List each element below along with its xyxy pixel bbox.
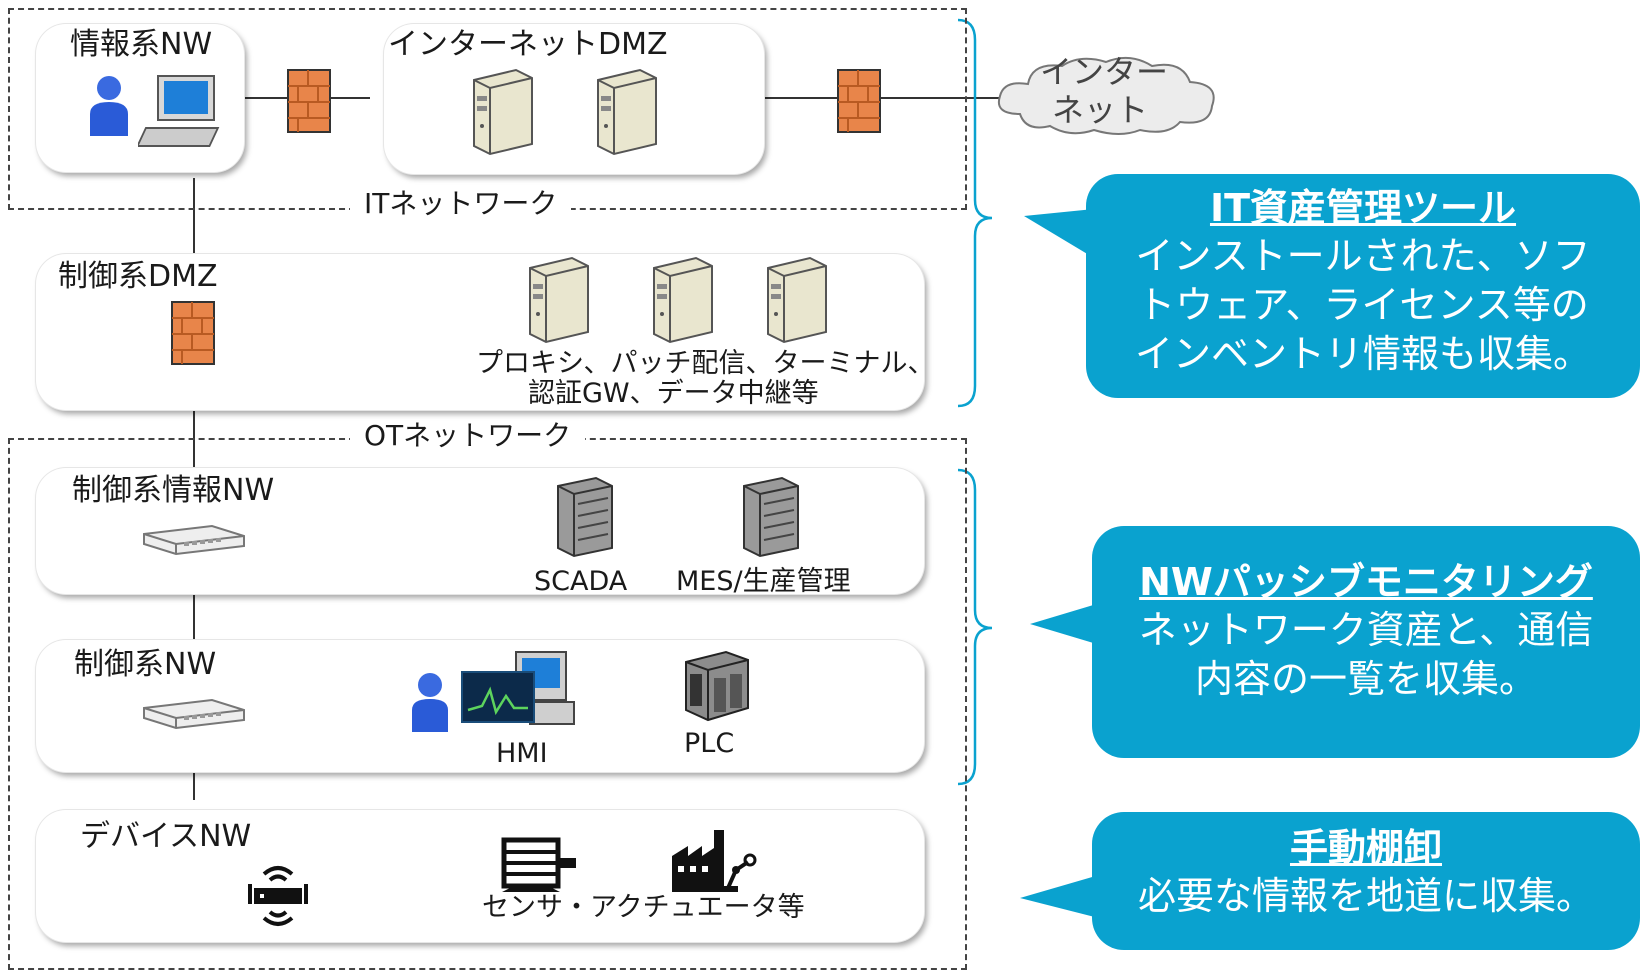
- cloud-label-line1: インター: [1040, 53, 1169, 91]
- firewall-icon: [287, 69, 331, 133]
- callout-title: NWパッシブモニタリング: [1139, 560, 1593, 604]
- network-switch-icon: [143, 698, 245, 730]
- server-icon: [767, 256, 827, 344]
- hmi-label: HMI: [496, 738, 548, 769]
- zone-label-ctrl-dmz: 制御系DMZ: [58, 259, 218, 294]
- zone-label-device-nw: デバイスNW: [80, 819, 252, 854]
- plc-icon: [685, 650, 749, 722]
- callout-it-asset-tool: IT資産管理ツール インストールされた、ソフ トウェア、ライセンス等の インベン…: [1086, 174, 1640, 398]
- zone-label-internet-dmz: インターネットDMZ: [388, 27, 668, 62]
- network-switch-icon: [143, 524, 245, 556]
- callout-body: インストールされた、ソフ: [1135, 233, 1591, 278]
- zone-label-ctrl-nw: 制御系NW: [74, 647, 217, 682]
- callout-body: 必要な情報を地道に収集。: [1137, 873, 1594, 918]
- scada-server-icon: [557, 476, 613, 558]
- callout-body: インベントリ情報も収集。: [1134, 332, 1591, 377]
- scada-label: SCADA: [534, 566, 628, 597]
- cloud-label-line2: ネット: [1052, 91, 1149, 129]
- motor-icon: [501, 837, 576, 892]
- dmz-servers-label-line2: 認証GW、データ中継等: [528, 378, 819, 409]
- hmi-workstation-icon: [461, 651, 575, 725]
- firewall-icon: [837, 69, 881, 133]
- sensors-label: センサ・アクチュエータ等: [482, 892, 805, 923]
- server-icon: [529, 256, 589, 344]
- callout-nw-passive-monitoring: NWパッシブモニタリング ネットワーク資産と、通信 内容の一覧を収集。: [1092, 526, 1640, 758]
- internet-cloud-icon: [998, 56, 1215, 135]
- desktop-pc-icon: [138, 75, 220, 147]
- user-icon: [412, 673, 448, 732]
- zone-internet-dmz: [384, 24, 764, 174]
- callout-body: 内容の一覧を収集。: [1194, 656, 1537, 701]
- ot-network-label: OTネットワーク: [350, 422, 586, 450]
- callout-title: 手動棚卸: [1289, 826, 1442, 870]
- plc-label: PLC: [684, 728, 735, 759]
- dmz-servers-label-line1: プロキシ、パッチ配信、ターミナル、: [476, 348, 935, 379]
- callout-title: IT資産管理ツール: [1209, 186, 1517, 230]
- callout-manual-inventory: 手動棚卸 必要な情報を地道に収集。: [1092, 812, 1640, 950]
- callout-body: トウェア、ライセンス等の: [1137, 282, 1589, 327]
- firewall-icon: [171, 301, 215, 365]
- server-icon: [597, 68, 657, 156]
- callout-body: ネットワーク資産と、通信: [1138, 607, 1594, 652]
- ot-bracket: [957, 468, 993, 786]
- user-icon: [90, 76, 128, 136]
- mes-server-icon: [743, 476, 799, 558]
- factory-robot-icon: [672, 830, 757, 892]
- zone-device-nw: [36, 810, 924, 942]
- server-icon: [653, 256, 713, 344]
- mes-label: MES/生産管理: [676, 566, 851, 597]
- it-bracket: [957, 18, 993, 408]
- it-network-label: ITネットワーク: [350, 190, 572, 218]
- zone-label-info-nw: 情報系NW: [70, 27, 213, 62]
- wireless-device-icon: [248, 866, 308, 926]
- zone-label-ctrl-info-nw: 制御系情報NW: [72, 473, 275, 508]
- server-icon: [473, 68, 533, 156]
